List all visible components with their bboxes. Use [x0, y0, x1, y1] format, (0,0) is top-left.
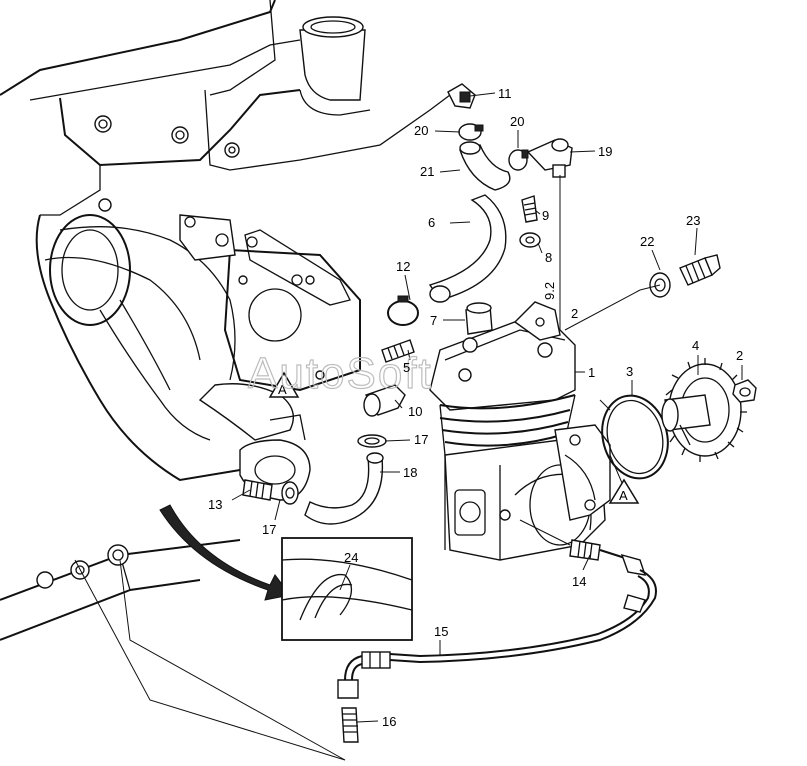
- bolt-5: [381, 339, 415, 363]
- label-3: 3: [626, 364, 633, 379]
- label-19: 19: [598, 144, 612, 159]
- watermark-text: AutoSoft: [248, 349, 433, 398]
- callout-a-left-letter: A: [278, 382, 287, 397]
- label-23: 23: [686, 213, 700, 228]
- washer-17-lower: [281, 481, 299, 505]
- label-20-left: 20: [414, 123, 428, 138]
- label-21: 21: [420, 164, 434, 179]
- nut-2: [732, 379, 757, 403]
- label-7: 7: [430, 313, 437, 328]
- label-16: 16: [382, 714, 396, 729]
- part-number-labels: 11 20 20 19 21 9 6 8 9.2 12 7 5 10 17 18…: [208, 86, 743, 729]
- fitting-11: [447, 83, 476, 109]
- hose-clamp-20-right: [508, 149, 529, 171]
- label-13: 13: [208, 497, 222, 512]
- label-9-2: 9.2: [542, 282, 557, 300]
- label-10: 10: [408, 404, 422, 419]
- label-9: 9: [542, 208, 549, 223]
- engine-block: [0, 0, 451, 761]
- callout-a-right: A: [608, 478, 640, 504]
- compressor-unit: [429, 301, 611, 561]
- fitting-13: [242, 479, 273, 501]
- fitting-16: [341, 707, 359, 743]
- fitting-14: [569, 539, 601, 561]
- label-17-top: 17: [414, 432, 428, 447]
- label-22: 22: [640, 234, 654, 249]
- callout-a-right-letter: A: [619, 488, 628, 503]
- leader-lines: [231, 92, 743, 723]
- label-2-left: 2: [571, 306, 578, 321]
- drive-gear: [661, 358, 747, 462]
- hose-18: [304, 452, 384, 525]
- label-8: 8: [545, 250, 552, 265]
- hose-clamp-12: [387, 295, 419, 326]
- label-11: 11: [498, 86, 512, 101]
- bolt-9: [521, 195, 538, 223]
- pressure-line-15: [337, 549, 657, 699]
- elbow-fitting-10: [363, 384, 406, 417]
- washer-8: [519, 232, 541, 248]
- label-20-right: 20: [510, 114, 524, 129]
- label-24: 24: [344, 550, 358, 565]
- washer-17-top: [357, 434, 387, 448]
- label-2-right: 2: [736, 348, 743, 363]
- label-4: 4: [692, 338, 699, 353]
- sleeve-7: [465, 302, 493, 335]
- label-5: 5: [403, 360, 410, 375]
- label-15: 15: [434, 624, 448, 639]
- label-1: 1: [588, 365, 595, 380]
- label-12: 12: [396, 259, 410, 274]
- elbow-pipe-6: [428, 194, 507, 303]
- label-18: 18: [403, 465, 417, 480]
- callout-a-left: A: [268, 371, 300, 398]
- fitting-23: [679, 254, 721, 286]
- detail-inset-box: [281, 537, 413, 641]
- label-14: 14: [572, 574, 586, 589]
- label-17-lower: 17: [262, 522, 276, 537]
- label-6: 6: [428, 215, 435, 230]
- hose-clamp-20-left: [458, 123, 484, 141]
- banjo-fitting-19: [526, 138, 573, 178]
- hose-21: [459, 141, 511, 191]
